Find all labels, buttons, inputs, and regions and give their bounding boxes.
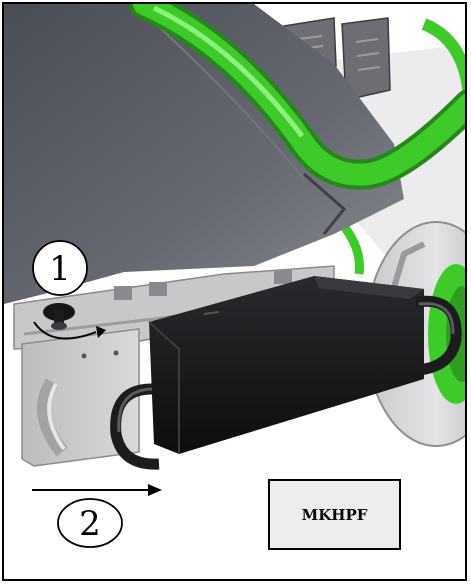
guard-handle-rear — [415, 295, 462, 376]
callout-2: 2 — [57, 498, 123, 548]
locking-knob — [43, 303, 75, 330]
part-label-box: MKHPF — [268, 479, 401, 550]
side-plate — [21, 328, 140, 467]
callout-1-number: 1 — [49, 249, 71, 289]
curved-arrow-icon — [33, 321, 106, 340]
green-handlebar — [129, 4, 465, 190]
right-arrow-icon — [32, 484, 162, 496]
guard-handle-front — [110, 383, 160, 470]
part-label: MKHPF — [301, 505, 368, 524]
callout-1: 1 — [32, 240, 88, 296]
callout-2-number: 2 — [79, 504, 101, 544]
figure-frame: 1 2 MKHPF — [2, 2, 467, 581]
black-guard — [148, 276, 424, 454]
mower-deck-illustration: 1 2 — [4, 4, 465, 579]
